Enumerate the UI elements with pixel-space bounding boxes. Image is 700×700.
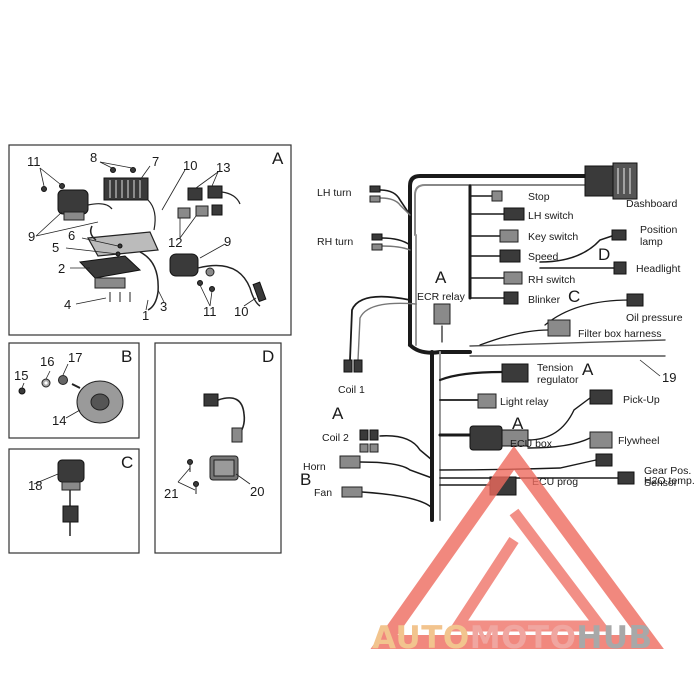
label-rh-switch: RH switch: [528, 274, 575, 286]
label-flywheel: Flywheel: [618, 435, 659, 447]
label-coil-2: Coil 2: [322, 432, 349, 444]
panel-a-leaders: [35, 161, 257, 311]
watermark-text: AUTOMOTOHUB: [372, 620, 653, 656]
watermark: AUTOMOTOHUB: [370, 446, 664, 656]
panel-c-letter: C: [121, 453, 133, 472]
label-light-relay: Light relay: [500, 396, 549, 408]
watermark-triangle-outer: [370, 446, 664, 649]
callout-19-leader: [639, 359, 661, 377]
panel-a-frame: [8, 144, 292, 336]
label-rh-turn: RH turn: [317, 236, 353, 248]
panel-d-drawing: [177, 393, 251, 494]
watermark-moto: MOTO: [470, 620, 577, 656]
callout-2: 2: [58, 261, 65, 276]
watermark-triangle-inner: [447, 508, 612, 632]
callout-3: 3: [160, 299, 167, 314]
callout-8: 8: [90, 150, 97, 165]
callout-7: 7: [152, 154, 159, 169]
callout-18: 18: [28, 478, 42, 493]
panel-c-labels: C 18: [28, 453, 133, 493]
callout-16: 16: [40, 354, 54, 369]
ref-a-tension: A: [582, 360, 594, 379]
callout-11-top: 11: [27, 154, 41, 169]
callout-20: 20: [250, 484, 264, 499]
panel-b-letter: B: [121, 347, 132, 366]
callout-17: 17: [68, 350, 82, 365]
callout-11-bottom: 11: [203, 304, 217, 319]
callout-6: 6: [68, 228, 75, 243]
label-lh-turn: LH turn: [317, 187, 352, 199]
label-ecu-box: ECU box: [510, 438, 553, 450]
watermark-hub: HUB: [576, 620, 652, 656]
callout-5: 5: [52, 240, 59, 255]
watermark-auto: AUTO: [372, 620, 470, 656]
label-dashboard: Dashboard: [626, 198, 678, 210]
callout-14: 14: [52, 413, 66, 428]
label-fan: Fan: [314, 487, 332, 499]
ref-c-oil: C: [568, 287, 580, 306]
panel-d-labels: D 21 20: [164, 347, 274, 501]
harness-connectors: [339, 162, 644, 498]
label-filter-box-harness: Filter box harness: [578, 328, 661, 340]
panel-c-frame: [8, 448, 140, 554]
label-pick-up: Pick-Up: [623, 394, 660, 406]
ref-d-position: D: [598, 245, 610, 264]
callout-9-right: 9: [224, 234, 231, 249]
label-blinker: Blinker: [528, 294, 561, 306]
panel-d-frame: [154, 342, 282, 554]
callout-4: 4: [64, 297, 71, 312]
label-coil-1: Coil 1: [338, 384, 365, 396]
label-ecr-relay: ECR relay: [417, 291, 466, 303]
label-h2o-temp: H2O temp.: [644, 475, 695, 487]
callout-15: 15: [14, 368, 28, 383]
panel-a-drawing: [41, 167, 267, 311]
ref-a-ecu: A: [512, 414, 524, 433]
label-gear-pos-sensor: Gear Pos.Sensor: [644, 465, 691, 489]
label-oil-pressure: Oil pressure: [626, 312, 683, 324]
panel-b-frame: [8, 342, 140, 439]
panel-c-drawing: [33, 459, 85, 536]
label-stop: Stop: [528, 191, 550, 203]
harness-labels: LH turn RH turn Coil 1 Coil 2 Horn Fan D…: [300, 187, 695, 499]
callout-13: 13: [216, 160, 230, 175]
ref-a-ecr: A: [435, 268, 447, 287]
callout-10-bottom: 10: [234, 304, 248, 319]
callout-12: 12: [168, 235, 182, 250]
panel-b-drawing: [18, 363, 124, 424]
label-ecu-prog: ECU prog: [532, 476, 578, 488]
callout-21: 21: [164, 486, 178, 501]
label-horn: Horn: [303, 461, 326, 473]
ref-b-horn: B: [300, 470, 311, 489]
callout-1: 1: [142, 308, 149, 323]
ref-a-coil2: A: [332, 404, 344, 423]
callout-9-left: 9: [28, 229, 35, 244]
callout-10-top: 10: [183, 158, 197, 173]
label-speed: Speed: [528, 251, 559, 263]
callout-19: 19: [662, 370, 676, 385]
panel-a-labels: A 11 8 7 10 13 9 6 5 2 12 4 1 3 9 11 10: [27, 149, 284, 323]
panel-d-letter: D: [262, 347, 274, 366]
label-headlight: Headlight: [636, 263, 680, 275]
panel-b-labels: B 15 16 17 14: [14, 347, 132, 428]
label-lh-switch: LH switch: [528, 210, 574, 222]
panel-a-letter: A: [272, 149, 284, 168]
label-key-switch: Key switch: [528, 231, 578, 243]
